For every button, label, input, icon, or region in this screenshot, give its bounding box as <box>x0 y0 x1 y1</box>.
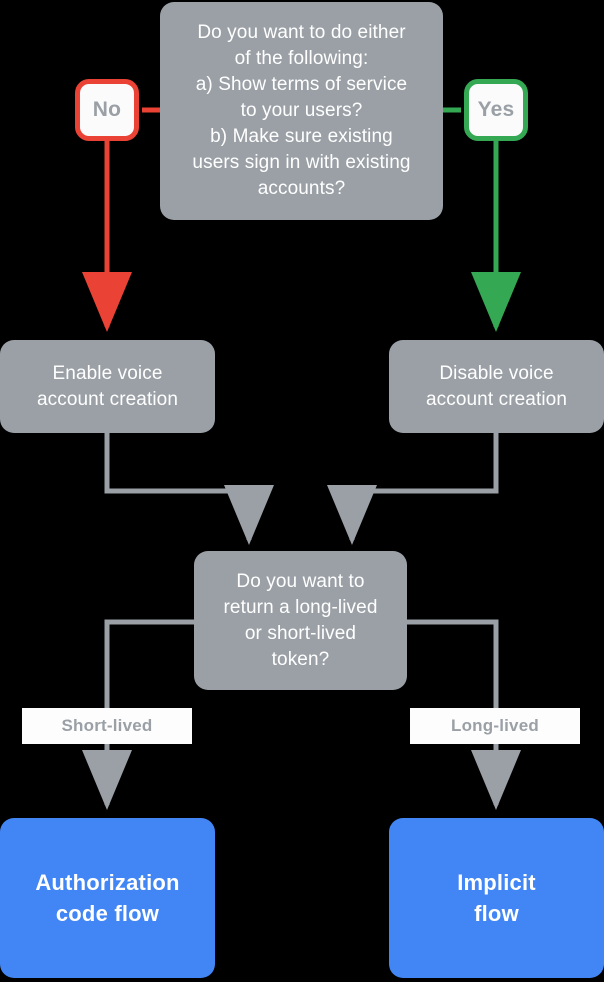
node-question-one-label: Do you want to do either of the followin… <box>192 22 411 199</box>
edge-label-short-lived-text: Short-lived <box>61 716 153 735</box>
node-question-two: Do you want to return a long-lived or sh… <box>194 551 407 690</box>
node-answer-yes[interactable]: Yes <box>464 79 528 141</box>
node-question-two-label: Do you want to return a long-lived or sh… <box>223 570 378 670</box>
edge-label-long-lived-text: Long-lived <box>451 716 539 735</box>
node-disable-voice-label: Disable voice account creation <box>425 362 568 410</box>
node-implicit-flow-label: Implicit flow <box>457 870 536 926</box>
node-authorization-code-flow: Authorization code flow <box>0 818 215 978</box>
node-answer-no[interactable]: No <box>75 79 139 141</box>
edge-disable-voice-to-question-two <box>327 433 499 545</box>
node-authorization-code-flow-label: Authorization code flow <box>35 870 180 926</box>
node-question-one: Do you want to do either of the followin… <box>160 2 443 220</box>
node-answer-yes-label: Yes <box>477 98 515 121</box>
edge-enable-voice-to-question-two <box>104 433 274 545</box>
edge-label-short-lived: Short-lived <box>22 708 192 744</box>
edge-label-long-lived: Long-lived <box>410 708 580 744</box>
node-enable-voice-label: Enable voice account creation <box>36 362 179 410</box>
node-implicit-flow: Implicit flow <box>389 818 604 978</box>
node-answer-no-label: No <box>92 98 122 121</box>
node-disable-voice-account-creation: Disable voice account creation <box>389 340 604 433</box>
node-enable-voice-account-creation: Enable voice account creation <box>0 340 215 433</box>
